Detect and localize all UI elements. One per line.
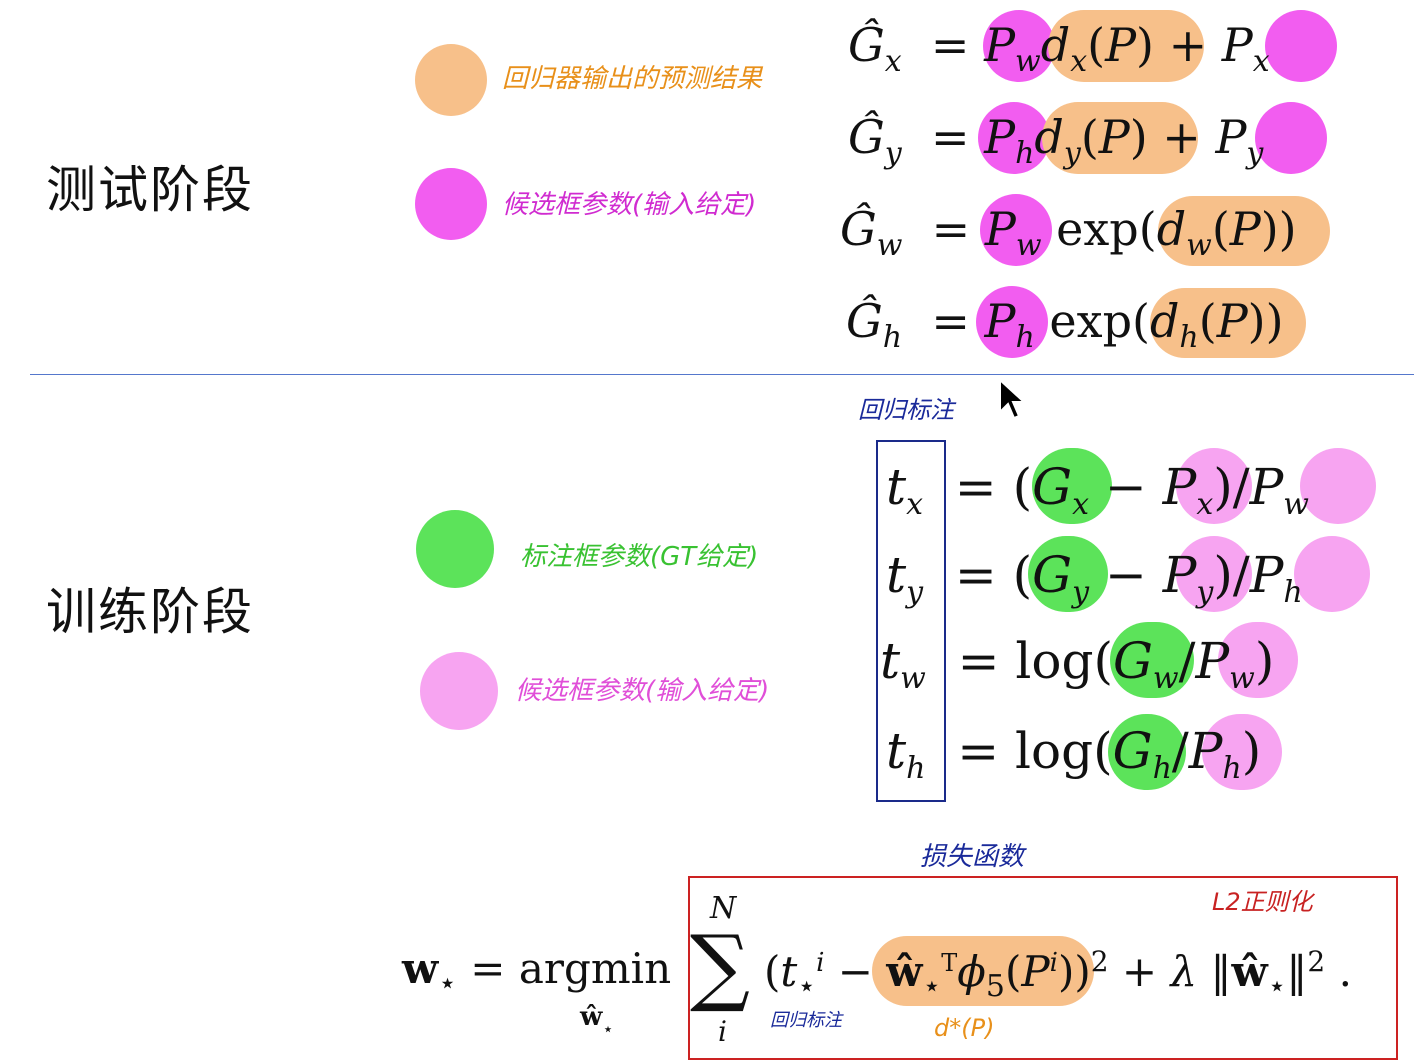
hl-dy [1042,102,1198,174]
hl-pw-train [1300,448,1376,524]
legend-dot-pink [420,652,498,730]
hl-gw [1110,622,1194,698]
hl-ph-1 [978,102,1050,174]
hl-ph-train-2 [1202,714,1282,790]
hl-gh [1108,714,1186,790]
hl-dx [1048,10,1204,82]
equation-th: th = log(Gh/Ph) [886,722,1262,786]
legend-dot-orange [415,44,487,116]
hl-dh [1150,288,1306,358]
equation-sum-bottom: i [718,1015,727,1048]
loss-box [688,876,1398,1060]
hl-w-phi [872,936,1094,1006]
equation-tw: tw = log(Gw/Pw) [880,632,1275,696]
hl-pw-train-2 [1218,622,1298,698]
legend-dot-green [416,510,494,588]
annotation-loss-function: 损失函数 [920,842,1025,872]
legend-label-gt: 标注框参数(GT给定) [520,542,759,572]
legend-label-candidate-train: 候选框参数(输入给定) [515,676,770,706]
legend-dot-magenta [415,168,487,240]
equation-loss-lhs: w⋆ = argmin [402,944,672,1001]
hl-px-train [1176,448,1252,524]
equation-gy: Ĝy = Phdy(P) + Py [848,110,1264,171]
hl-px [1265,10,1337,82]
equation-loss-body: (t⋆i − ŵ⋆Tϕ5(Pi))2 + λ ‖ŵ⋆‖2 . [764,945,1352,1004]
equation-ty: ty = (Gy − Py)/Ph [886,546,1303,610]
legend-label-regressor-output: 回归器输出的预测结果 [502,64,763,94]
hl-py [1255,102,1327,174]
annotation-regression-target-small: 回归标注 [770,1010,842,1031]
equation-gh: Ĝh = Ph exp(dh(P)) [846,294,1284,355]
equation-gx: Ĝx = Pwdx(P) + Px [848,18,1270,79]
hl-py-train [1176,536,1252,612]
hl-ph-2 [976,286,1048,358]
legend-label-candidate-test: 候选框参数(输入给定) [502,190,757,220]
hl-gy [1028,536,1108,612]
equation-gw: Ĝw = Pw exp(dw(P)) [840,202,1297,263]
section-title-train: 训练阶段 [46,583,254,641]
mouse-cursor-icon [999,378,1027,420]
equation-sum-top: N [710,891,737,926]
equation-argmin-sub: ŵ⋆ [580,1002,614,1040]
annotation-l2-regularization: L2正则化 [1212,888,1313,916]
equation-sum-symbol: ∑ [690,917,750,1015]
targets-box [876,440,946,802]
section-title-test: 测试阶段 [46,161,254,219]
hl-ph-train [1294,536,1370,612]
annotation-regression-target: 回归标注 [858,396,954,424]
hl-pw-2 [980,194,1052,266]
hl-gx [1032,448,1112,524]
equation-tx: tx = (Gx − Px)/Pw [886,458,1309,522]
section-divider [30,374,1414,375]
annotation-d-star: d*(P) [934,1014,995,1042]
hl-pw-1 [983,10,1055,82]
hl-dw [1158,196,1330,266]
